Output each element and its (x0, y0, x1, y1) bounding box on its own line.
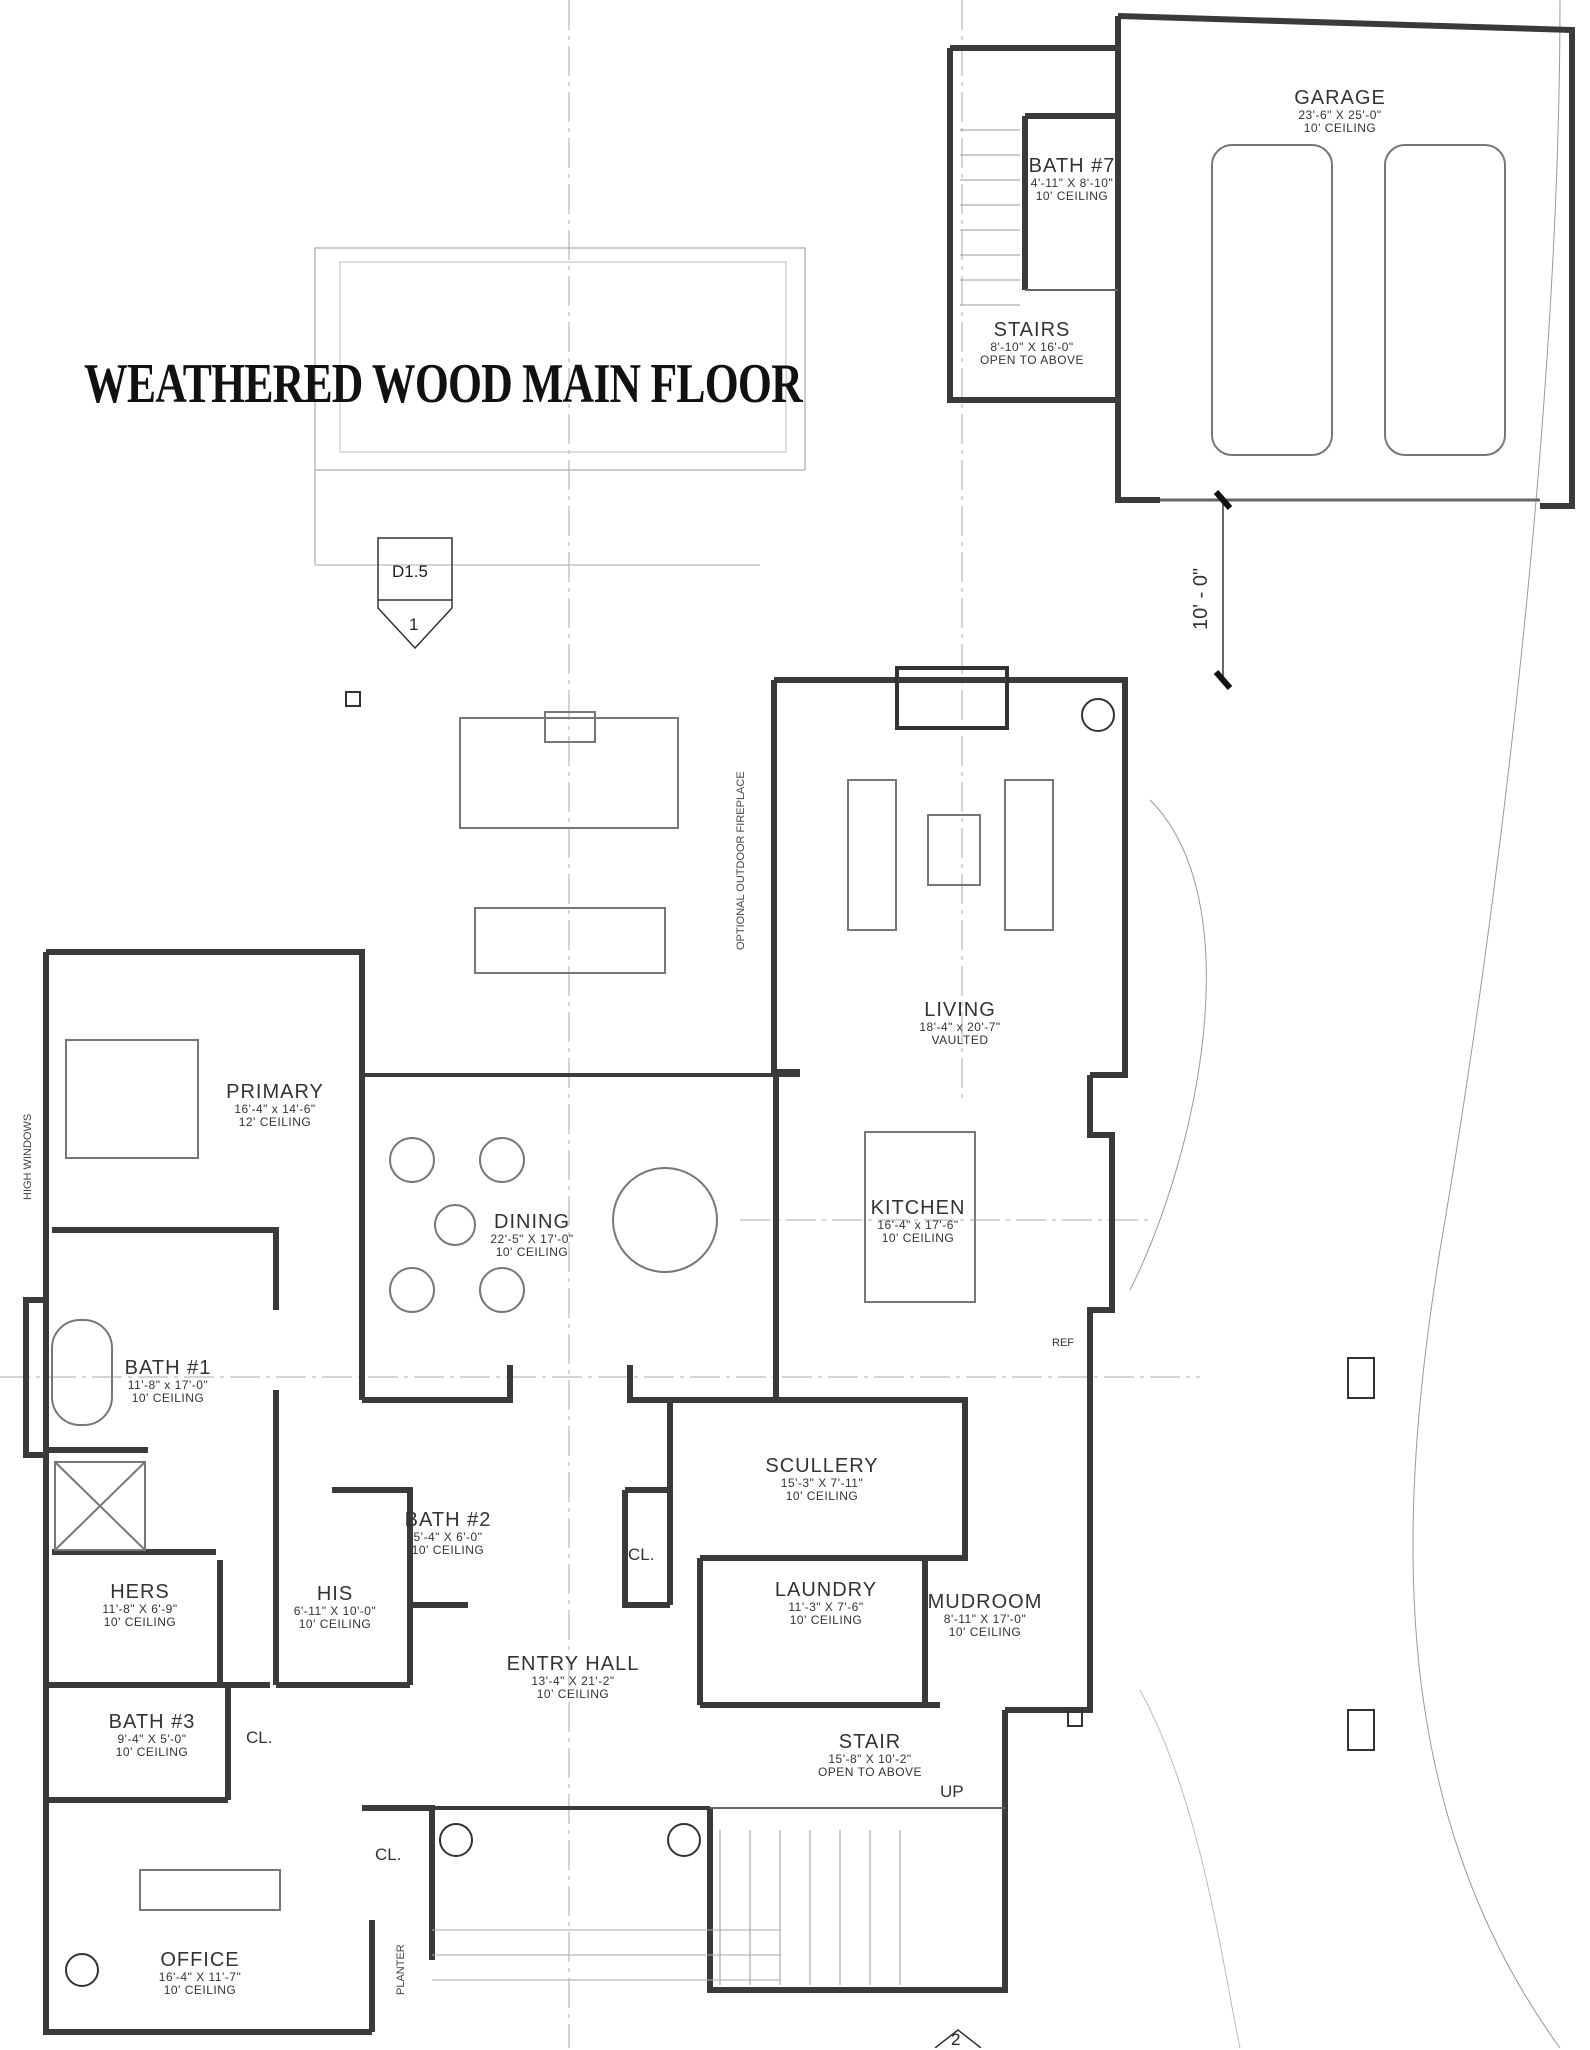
room-ceiling: OPEN TO ABOVE (817, 1764, 923, 1779)
room-ceiling: 10' CEILING (103, 1614, 177, 1629)
room-garage: GARAGE 23'-6" X 25'-0" 10' CEILING (1294, 88, 1386, 134)
room-ceiling: 10' CEILING (495, 1244, 569, 1259)
room-his: HIS 6'-11" X 10'-0" 10' CEILING (294, 1584, 376, 1630)
room-mudroom: MUDROOM 8'-11" X 17'-0" 10' CEILING (928, 1592, 1043, 1638)
room-name: LAUNDRY (774, 1579, 878, 1601)
room-name: OFFICE (160, 1949, 240, 1971)
section-marker (377, 537, 453, 650)
room-bath1: BATH #1 11'-8" x 17'-0" 10' CEILING (125, 1358, 212, 1404)
closet-label: CL. (246, 1728, 273, 1747)
section-tag-top: D1.5 (392, 562, 428, 581)
room-size: 8'-10" X 16'-0" (990, 340, 1074, 354)
plan-title: WEATHERED WOOD MAIN FLOOR (84, 353, 803, 415)
room-bath3: BATH #3 9'-4" X 5'-0" 10' CEILING (109, 1712, 196, 1758)
room-size: 15'-8" X 10'-2" (828, 1752, 912, 1766)
room-ceiling: 10' CEILING (1303, 120, 1377, 135)
room-size: 5'-4" X 6'-0" (413, 1530, 483, 1544)
ref-label: REF (1052, 1337, 1074, 1349)
room-size: 8'-11" X 17'-0" (943, 1612, 1027, 1626)
room-ceiling: 12' CEILING (238, 1114, 312, 1129)
room-hers: HERS 11'-8" X 6'-9" 10' CEILING (102, 1582, 177, 1628)
room-size: 22'-5" X 17'-0" (490, 1232, 574, 1246)
room-scullery: SCULLERY 15'-3" X 7'-11" 10' CEILING (765, 1456, 878, 1502)
closet-label: CL. (375, 1845, 402, 1864)
room-size: 15'-3" X 7'-11" (780, 1476, 864, 1490)
room-name: BATH #7 (1028, 155, 1116, 177)
room-stairs-upper: STAIRS 8'-10" X 16'-0" OPEN TO ABOVE (980, 320, 1084, 366)
room-size: 4'-11" X 8'-10" (1030, 176, 1114, 190)
room-ceiling: 10' CEILING (298, 1616, 372, 1631)
room-size: 9'-4" X 5'-0" (117, 1732, 187, 1746)
room-name: ENTRY HALL (506, 1653, 640, 1675)
room-name: HIS (316, 1583, 354, 1605)
room-ceiling: 10' CEILING (163, 1982, 237, 1997)
room-ceiling: 10' CEILING (115, 1744, 189, 1759)
room-bath7: BATH #7 4'-11" X 8'-10" 10' CEILING (1029, 156, 1116, 202)
car-left (1211, 144, 1333, 456)
dimension-label: 10' - 0" (1190, 567, 1212, 630)
room-name: DINING (494, 1211, 570, 1233)
room-ceiling: 10' CEILING (785, 1488, 859, 1503)
room-entry-hall: ENTRY HALL 13'-4" X 21'-2" 10' CEILING (507, 1654, 640, 1700)
room-size: 16'-4" X 11'-7" (158, 1970, 242, 1984)
room-laundry: LAUNDRY 11'-3" X 7'-6" 10' CEILING (775, 1580, 877, 1626)
room-ceiling: 10' CEILING (411, 1542, 485, 1557)
room-kitchen: KITCHEN 16'-4" x 17'-6" 10' CEILING (871, 1198, 966, 1244)
room-ceiling: 10' CEILING (536, 1686, 610, 1701)
room-size: 16'-4" x 17'-6" (877, 1218, 959, 1232)
room-bath2: BATH #2 5'-4" X 6'-0" 10' CEILING (405, 1510, 492, 1556)
room-office: OFFICE 16'-4" X 11'-7" 10' CEILING (159, 1950, 241, 1996)
planter-label: PLANTER (395, 1944, 407, 1995)
outdoor-fireplace-label: OPTIONAL OUTDOOR FIREPLACE (735, 771, 747, 950)
room-ceiling: VAULTED (931, 1032, 989, 1047)
room-name: HERS (110, 1581, 170, 1603)
room-name: KITCHEN (870, 1197, 966, 1219)
driveway-curve (1412, 0, 1561, 2048)
up-label: UP (940, 1782, 964, 1801)
car-right (1384, 144, 1506, 456)
dining-table (612, 1167, 718, 1273)
room-living: LIVING 18'-4" x 20'-7" VAULTED (919, 1000, 1000, 1046)
room-primary: PRIMARY 16'-4" x 14'-6" 12' CEILING (226, 1082, 324, 1128)
room-stair-lower: STAIR 15'-8" X 10'-2" OPEN TO ABOVE (818, 1732, 922, 1778)
room-ceiling: OPEN TO ABOVE (979, 352, 1085, 367)
closet-label: CL. (628, 1545, 655, 1564)
room-size: 11'-3" X 7'-6" (788, 1600, 864, 1614)
room-name: MUDROOM (927, 1591, 1043, 1613)
room-ceiling: 10' CEILING (789, 1612, 863, 1627)
room-name: BATH #2 (404, 1509, 492, 1531)
room-name: LIVING (924, 999, 996, 1021)
room-size: 13'-4" X 21'-2" (531, 1674, 615, 1688)
room-name: STAIRS (993, 319, 1071, 341)
room-name: BATH #3 (108, 1711, 196, 1733)
high-windows-label: HIGH WINDOWS (22, 1113, 34, 1200)
room-name: GARAGE (1294, 87, 1386, 109)
room-size: 18'-4" x 20'-7" (919, 1020, 1001, 1034)
room-dining: DINING 22'-5" X 17'-0" 10' CEILING (490, 1212, 573, 1258)
room-name: PRIMARY (226, 1081, 324, 1103)
room-size: 6'-11" X 10'-0" (293, 1604, 377, 1618)
room-name: STAIR (838, 1731, 902, 1753)
room-name: BATH #1 (124, 1357, 212, 1379)
room-ceiling: 10' CEILING (881, 1230, 955, 1245)
room-size: 16'-4" x 14'-6" (234, 1102, 316, 1116)
room-size: 11'-8" X 6'-9" (102, 1602, 178, 1616)
section-tag-bottom: 1 (409, 615, 419, 634)
room-ceiling: 10' CEILING (948, 1624, 1022, 1639)
room-size: 23'-6" X 25'-0" (1298, 108, 1382, 122)
room-ceiling: 10' CEILING (1035, 188, 1109, 203)
room-ceiling: 10' CEILING (131, 1390, 205, 1405)
room-name: SCULLERY (765, 1455, 879, 1477)
bottom-tag: 2 (951, 2030, 961, 2049)
room-size: 11'-8" x 17'-0" (127, 1378, 209, 1392)
